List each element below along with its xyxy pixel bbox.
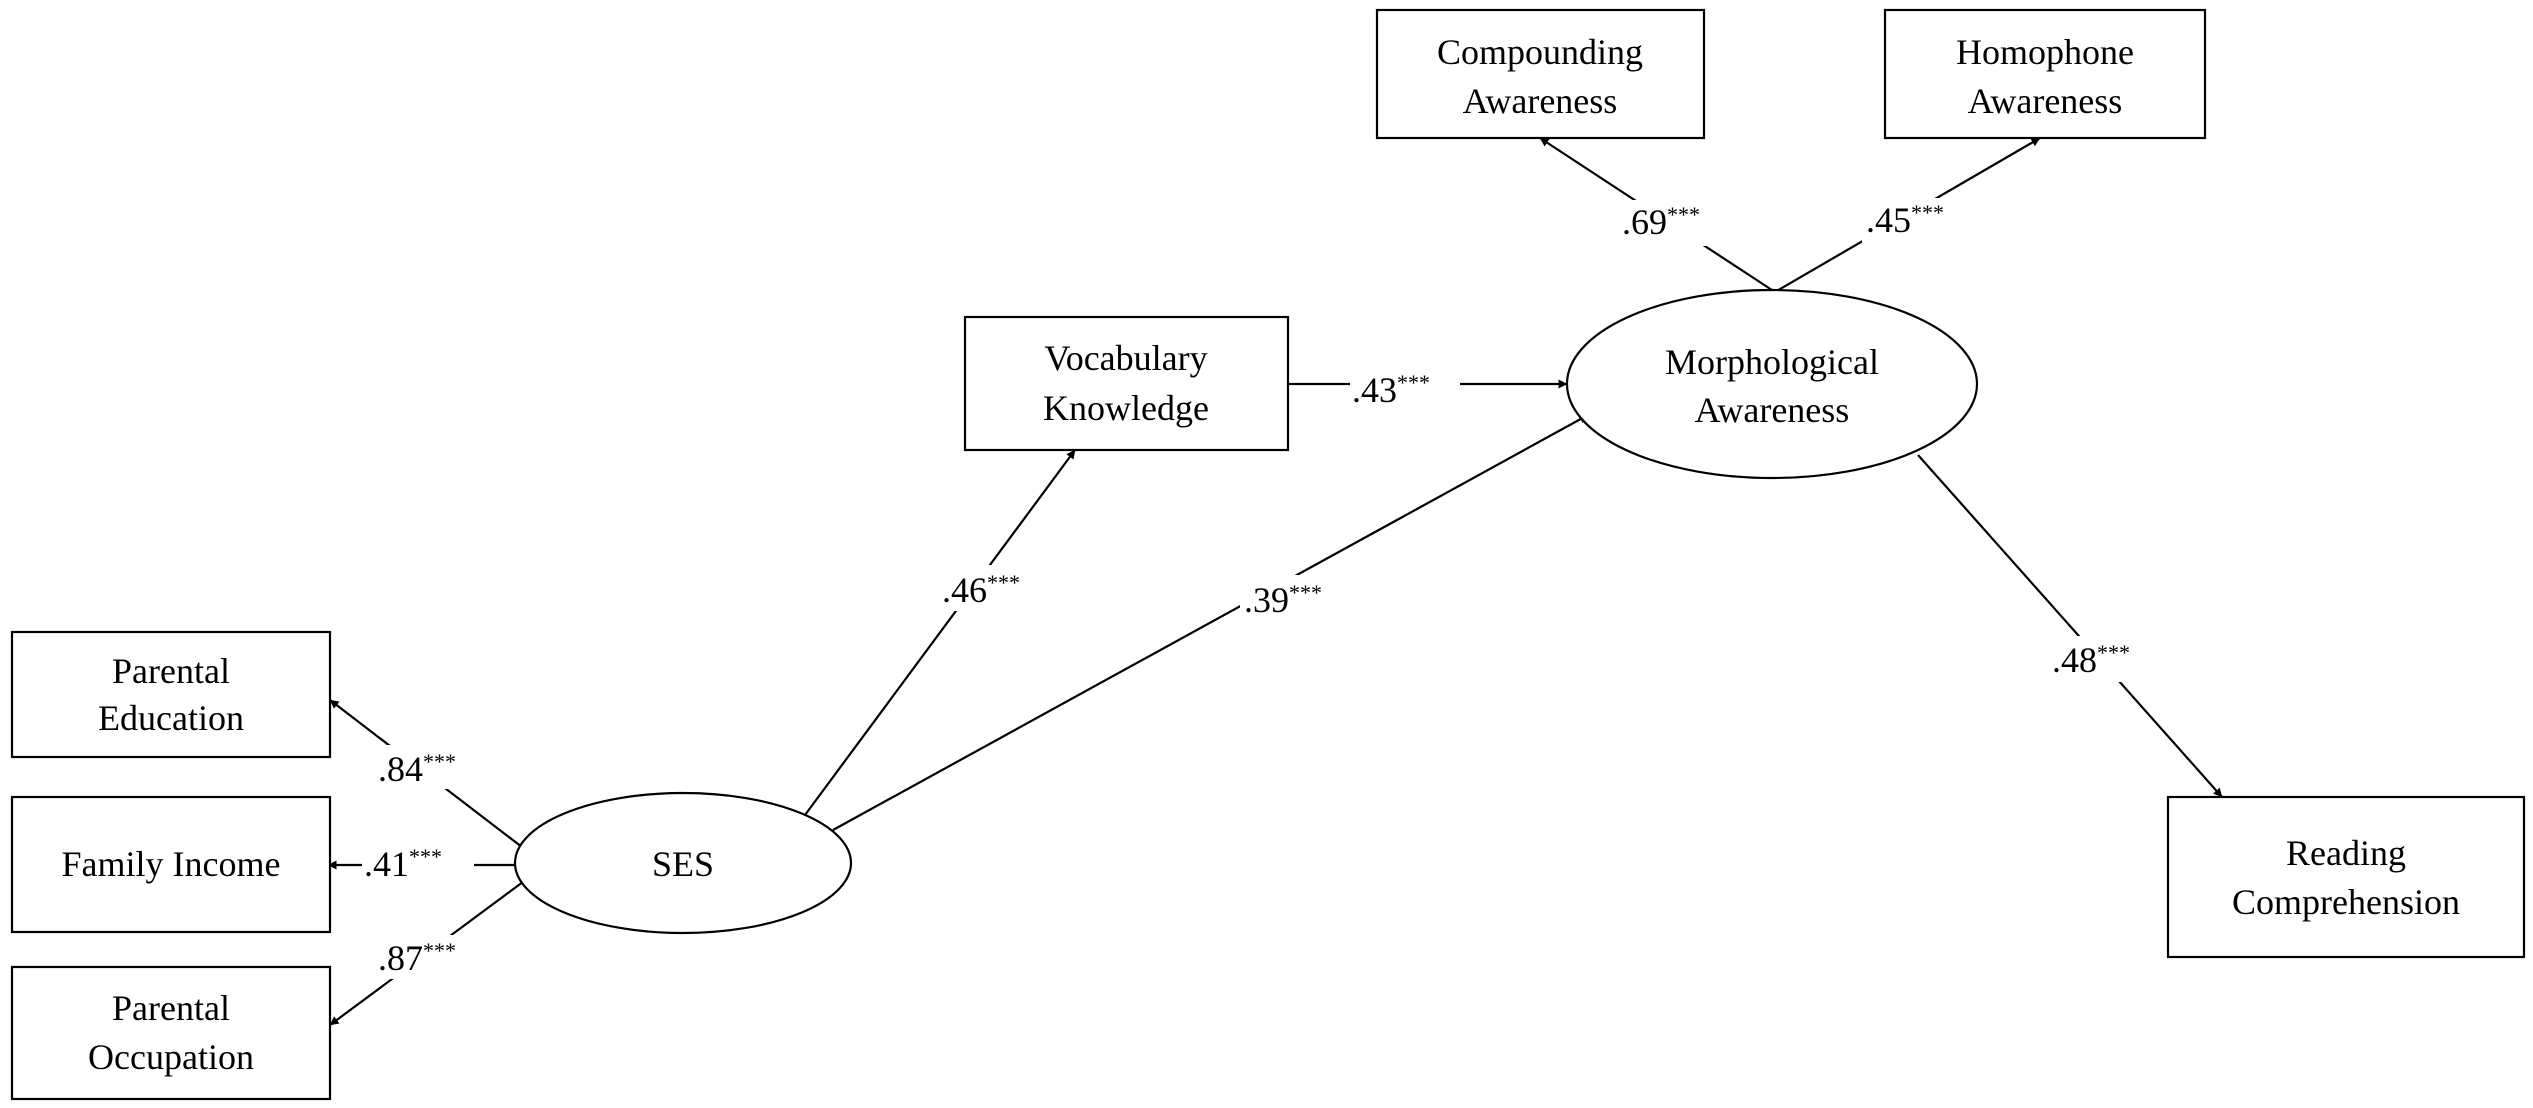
svg-text:.69***: .69*** bbox=[1622, 202, 1700, 242]
node-vocabulary-knowledge: Vocabulary Knowledge bbox=[963, 315, 1290, 452]
coef-value: .84 bbox=[378, 749, 423, 789]
coef-sig: *** bbox=[987, 570, 1020, 595]
coef-ses-vocabulary: .46*** bbox=[938, 565, 1048, 611]
node-reading-comprehension-line-1: Reading bbox=[2286, 833, 2406, 873]
coef-value: .69 bbox=[1622, 202, 1667, 242]
node-parental-education-line-1: Parental bbox=[112, 651, 230, 691]
coef-value: .45 bbox=[1866, 200, 1911, 240]
node-family-income: Family Income bbox=[10, 795, 332, 934]
coef-sig: *** bbox=[423, 938, 456, 963]
coef-sig: *** bbox=[2097, 640, 2130, 665]
svg-text:.41***: .41*** bbox=[364, 844, 442, 884]
node-homophone-awareness: Homophone Awareness bbox=[1883, 8, 2207, 140]
coef-sig: *** bbox=[1911, 200, 1944, 225]
coef-value: .39 bbox=[1244, 580, 1289, 620]
node-compounding-awareness-line-2: Awareness bbox=[1463, 81, 1618, 121]
node-compounding-awareness: Compounding Awareness bbox=[1375, 8, 1706, 140]
coef-ses-morphological: .39*** bbox=[1240, 575, 1350, 621]
coef-value: .46 bbox=[942, 570, 987, 610]
coef-sig: *** bbox=[1397, 370, 1430, 395]
coef-value: .41 bbox=[364, 844, 409, 884]
svg-text:.84***: .84*** bbox=[378, 749, 456, 789]
node-morphological-awareness-line-2: Awareness bbox=[1695, 390, 1850, 430]
coef-value: .43 bbox=[1352, 370, 1397, 410]
coef-sig: *** bbox=[1289, 580, 1322, 605]
node-parental-education-line-2: Education bbox=[98, 698, 244, 738]
coef-ses-parental-education: .84*** bbox=[375, 745, 485, 789]
node-ses-line-1: SES bbox=[652, 844, 714, 884]
coef-sig: *** bbox=[423, 749, 456, 774]
node-parental-occupation-line-1: Parental bbox=[112, 988, 230, 1028]
coef-sig: *** bbox=[409, 844, 442, 869]
svg-text:.46***: .46*** bbox=[942, 570, 1020, 610]
coef-value: .87 bbox=[378, 938, 423, 978]
node-morphological-awareness-line-1: Morphological bbox=[1665, 342, 1879, 382]
node-parental-occupation: Parental Occupation bbox=[10, 965, 332, 1101]
node-reading-comprehension-line-2: Comprehension bbox=[2232, 882, 2460, 922]
node-homophone-awareness-line-1: Homophone bbox=[1956, 32, 2134, 72]
node-parental-education: Parental Education bbox=[10, 630, 332, 759]
node-morphological-awareness: Morphological Awareness bbox=[1565, 288, 1979, 480]
svg-text:.43***: .43*** bbox=[1352, 370, 1430, 410]
path-ses-vocabulary bbox=[804, 449, 1076, 816]
coef-morphological-reading: .48*** bbox=[2048, 636, 2158, 682]
coef-ses-parental-occupation: .87*** bbox=[375, 935, 485, 979]
path-ses-morphological bbox=[832, 414, 1589, 831]
svg-text:.39***: .39*** bbox=[1244, 580, 1322, 620]
node-parental-occupation-line-2: Occupation bbox=[88, 1037, 254, 1077]
coef-ses-family-income: .41*** bbox=[362, 843, 474, 887]
path-morphological-reading bbox=[1917, 454, 2223, 798]
node-vocabulary-knowledge-line-2: Knowledge bbox=[1043, 388, 1209, 428]
node-homophone-awareness-line-2: Awareness bbox=[1968, 81, 2123, 121]
svg-text:.48***: .48*** bbox=[2052, 640, 2130, 680]
node-family-income-line-1: Family Income bbox=[62, 844, 281, 884]
node-ses: SES bbox=[513, 791, 853, 935]
coef-vocabulary-morphological: .43*** bbox=[1350, 366, 1460, 410]
node-reading-comprehension: Reading Comprehension bbox=[2166, 795, 2526, 959]
coef-morphological-compounding: .69*** bbox=[1618, 200, 1728, 246]
node-compounding-awareness-line-1: Compounding bbox=[1437, 32, 1643, 72]
svg-text:.87***: .87*** bbox=[378, 938, 456, 978]
coef-sig: *** bbox=[1667, 202, 1700, 227]
node-vocabulary-knowledge-line-1: Vocabulary bbox=[1044, 338, 1207, 378]
svg-text:.45***: .45*** bbox=[1866, 200, 1944, 240]
coef-morphological-homophone: .45*** bbox=[1862, 198, 1972, 244]
coef-value: .48 bbox=[2052, 640, 2097, 680]
